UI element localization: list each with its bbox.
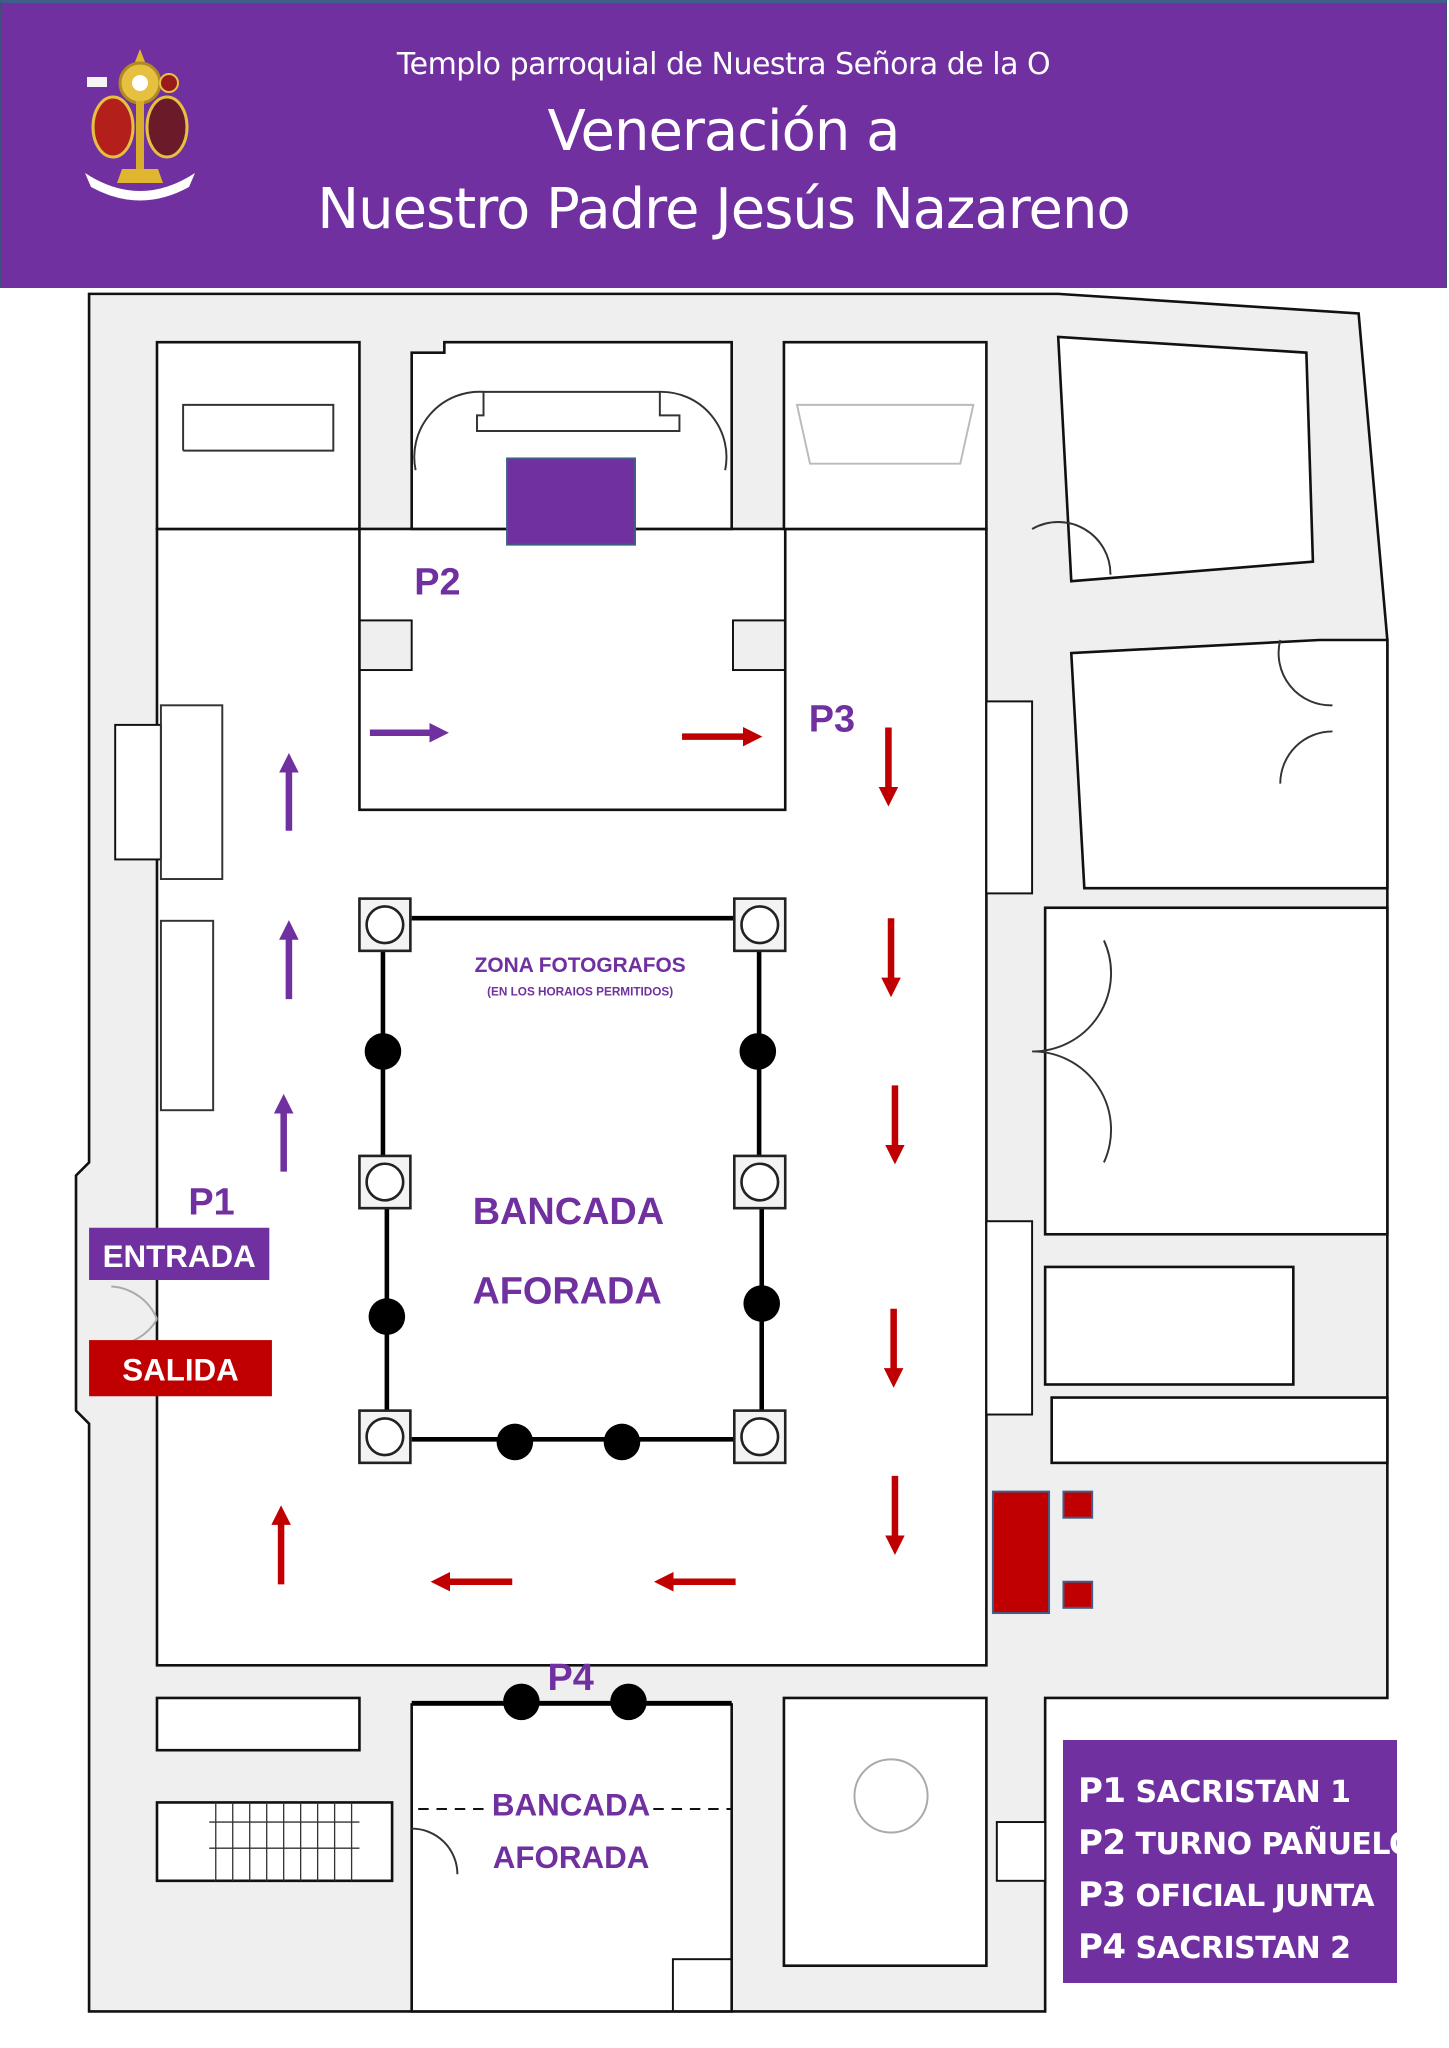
header-title-line1: Veneración a: [547, 99, 901, 164]
position-p1: P1: [188, 1182, 234, 1224]
legend-item: P1 SACRISTAN 1: [1078, 1766, 1397, 1818]
entry-route-arrows: [273, 722, 449, 1172]
stairs: [209, 1802, 360, 1881]
salida-badge: [89, 1340, 272, 1397]
header-subtitle: Templo parroquial de Nuestra Señora de l…: [396, 47, 1051, 82]
position-p3: P3: [809, 698, 855, 740]
columns: [358, 897, 787, 1465]
zona-fotografos-note: (EN LOS HORAIOS PERMITIDOS): [487, 985, 673, 998]
legend-item: P4 SACRISTAN 2: [1078, 1922, 1397, 1974]
altar: [506, 457, 637, 546]
legend-code: P1: [1078, 1771, 1126, 1811]
legend-item: P2 TURNO PAÑUELO: [1078, 1818, 1414, 1870]
header-banner: Templo parroquial de Nuestra Señora de l…: [0, 0, 1447, 288]
entrada-badge: [89, 1227, 270, 1280]
details: [111, 390, 1333, 2013]
bancada-bottom-line2: AFORADA: [493, 1840, 650, 1875]
barrier-posts: [364, 1033, 781, 1721]
legend-role: OFICIAL JUNTA: [1135, 1879, 1375, 1914]
interior-spaces: [155, 335, 1389, 2013]
position-p4: P4: [548, 1657, 594, 1699]
bancada-main-line2: AFORADA: [472, 1271, 661, 1313]
position-p2: P2: [414, 561, 460, 603]
salida-label: SALIDA: [122, 1353, 239, 1388]
positions-legend: P1 SACRISTAN 1 P2 TURNO PAÑUELO P3 OFICI…: [1063, 1740, 1414, 1983]
bancada-main-line1: BANCADA: [473, 1191, 664, 1233]
entrada-label: ENTRADA: [103, 1239, 256, 1274]
legend-code: P2: [1078, 1823, 1126, 1863]
legend-role: TURNO PAÑUELO: [1135, 1827, 1415, 1862]
red-stand: [991, 1490, 1094, 1615]
legend-item: P3 OFICIAL JUNTA: [1078, 1870, 1397, 1922]
legend-role: SACRISTAN 1: [1135, 1775, 1352, 1810]
bancada-bottom-line1: BANCADA: [492, 1788, 650, 1823]
legend-code: P4: [1078, 1927, 1126, 1967]
header-title-line2: Nuestro Padre Jesús Nazareno: [317, 177, 1131, 242]
brotherhood-crest-logo: [85, 49, 195, 201]
exit-route-arrows: [271, 726, 905, 1592]
legend-role: SACRISTAN 2: [1135, 1931, 1352, 1966]
zona-fotografos-label: ZONA FOTOGRAFOS: [475, 954, 686, 977]
legend-code: P3: [1078, 1875, 1126, 1915]
